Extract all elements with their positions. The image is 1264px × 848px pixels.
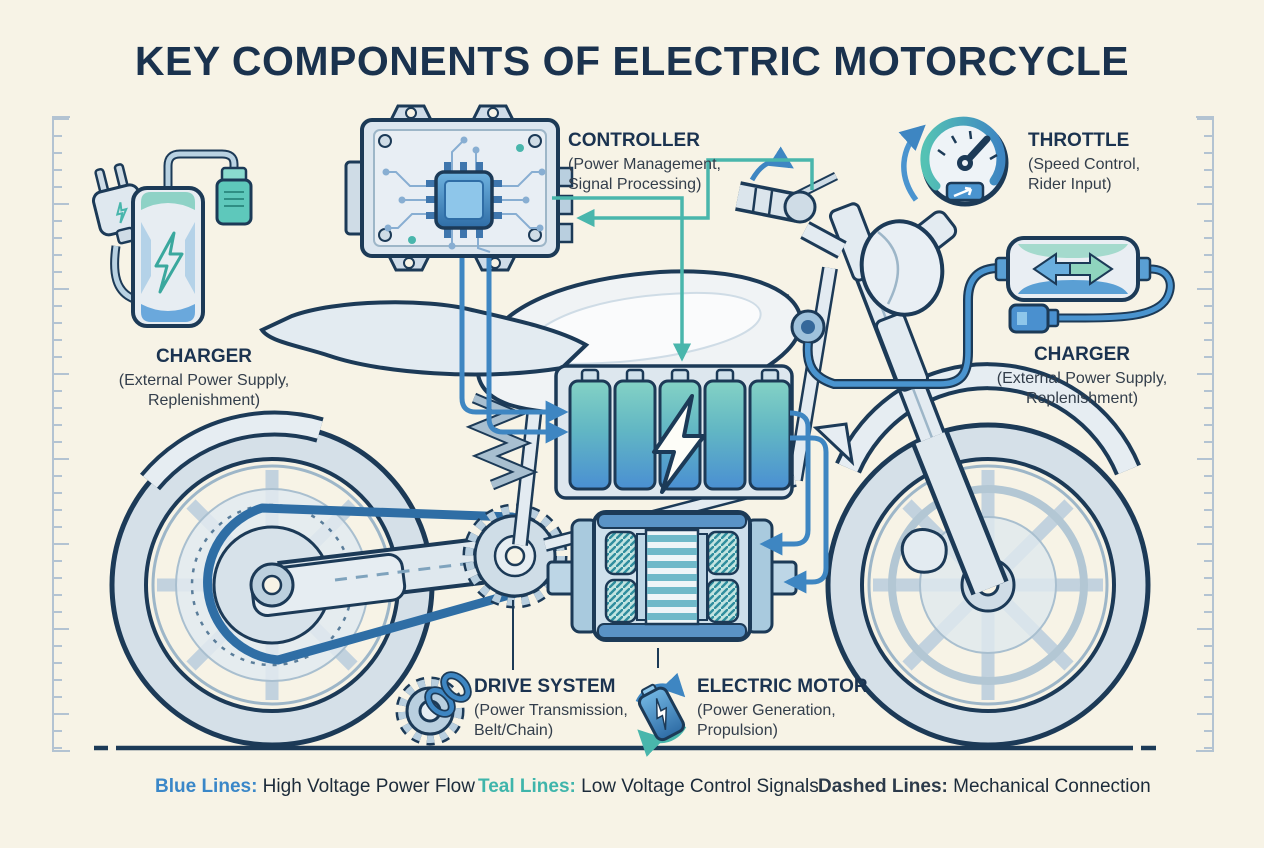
legend-text-blue: High Voltage Power Flow — [257, 776, 475, 797]
controller-box — [344, 104, 574, 272]
charger-right-illustration — [994, 236, 1175, 334]
charge-connector-icon — [215, 166, 253, 226]
electric-motor-label-desc2: Propulsion) — [697, 721, 778, 739]
battery-to-motor-power-1 — [759, 410, 811, 556]
seat — [259, 300, 590, 377]
bolt-icon — [154, 231, 184, 294]
charger-right-label-title: CHARGER — [1033, 344, 1131, 365]
drive-system-label-desc2: Belt/Chain) — [474, 721, 554, 739]
controller-label-desc1: (Power Management, — [568, 156, 721, 173]
throttle-label-desc2: Rider Input) — [1028, 175, 1112, 193]
plug-connector-icon — [1008, 303, 1060, 334]
drive-system-label-title: DRIVE SYSTEM — [474, 676, 616, 697]
charger-right-label-desc2: Replenishment) — [1025, 389, 1139, 407]
legend-item-blue-lines: Blue Lines: High Voltage Power Flow — [155, 776, 475, 798]
charger-right-label-desc1: (External Power Supply, — [996, 370, 1168, 387]
throttle-label-desc1: (Speed Control, — [1028, 156, 1141, 173]
legend-item-teal-lines: Teal Lines: Low Voltage Control Signals — [478, 776, 819, 798]
battery-pack — [554, 364, 794, 500]
charger-brick-icon — [131, 186, 205, 328]
battery-to-motor-power-2 — [783, 435, 829, 594]
electric-motor — [546, 510, 798, 642]
legend-key-dashed: Dashed Lines: — [818, 776, 948, 797]
legend-text-dashed: Mechanical Connection — [947, 776, 1151, 797]
charger-left-label: CHARGER (External Power Supply, Replenis… — [119, 346, 289, 410]
arrow-right-icon — [1069, 252, 1114, 286]
controller-label-desc2: Signal Processing) — [568, 175, 702, 193]
charging-port — [790, 263, 1001, 389]
throttle-to-controller-line — [576, 158, 814, 228]
legend-text-teal: Low Voltage Control Signals — [575, 776, 819, 797]
drive-system-label: DRIVE SYSTEM (Power Transmission, Belt/C… — [474, 676, 628, 740]
electric-motor-label-title: ELECTRIC MOTOR — [697, 676, 868, 697]
drive-system — [203, 503, 568, 665]
gear-chain-icon — [395, 671, 472, 746]
motor-windings — [604, 530, 740, 624]
controller-chip-icon — [426, 162, 502, 238]
battery-cycle-icon — [635, 672, 687, 757]
throttle-gauge-icon — [898, 116, 1009, 207]
front-fender — [812, 362, 1141, 476]
twist-arrow-icon — [749, 146, 794, 182]
high-voltage-power-lines — [459, 258, 829, 594]
page-title: KEY COMPONENTS OF ELECTRIC MOTORCYCLE — [134, 38, 1130, 84]
throttle-label: THROTTLE (Speed Control, Rider Input) — [1028, 130, 1140, 194]
low-voltage-signal-lines — [552, 158, 814, 362]
legend-key-teal: Teal Lines: — [478, 776, 576, 797]
right-ruler-icon — [1196, 116, 1214, 752]
lightning-bolt-icon — [652, 394, 706, 494]
rotate-arrow-icon — [898, 124, 926, 202]
legend: Blue Lines: High Voltage Power Flow Teal… — [0, 776, 1264, 806]
left-ruler-icon — [52, 116, 70, 752]
legend-item-dashed-lines: Dashed Lines: Mechanical Connection — [818, 776, 1151, 798]
mechanical-dashed-line — [334, 561, 473, 582]
brake-caliper — [900, 528, 948, 574]
throttle-label-title: THROTTLE — [1028, 130, 1130, 151]
charger-left-label-desc2: Replenishment) — [147, 391, 261, 409]
charger-left-label-desc1: (External Power Supply, — [118, 372, 290, 389]
controller-label-title: CONTROLLER — [568, 130, 700, 151]
controller-to-battery-line — [552, 196, 692, 362]
charger-left-label-title: CHARGER — [155, 346, 253, 367]
circuit-traces — [386, 139, 542, 253]
rear-fender — [140, 410, 324, 491]
charger-brick-icon — [1006, 236, 1140, 302]
headlight — [859, 219, 945, 317]
throttle-grip-flange — [783, 190, 817, 224]
legend-key-blue: Blue Lines: — [155, 776, 258, 797]
electric-motor-label-desc1: (Power Generation, — [697, 702, 836, 719]
controller-label: CONTROLLER (Power Management, Signal Pro… — [568, 130, 721, 194]
controller-to-battery-power-2 — [486, 258, 569, 444]
charger-left-illustration — [91, 149, 253, 328]
controller-to-battery-power-1 — [459, 258, 569, 424]
charger-right-label: CHARGER (External Power Supply, Replenis… — [997, 344, 1167, 408]
electric-motor-label: ELECTRIC MOTOR (Power Generation, Propul… — [697, 676, 868, 740]
drive-system-label-desc1: (Power Transmission, — [474, 702, 628, 719]
